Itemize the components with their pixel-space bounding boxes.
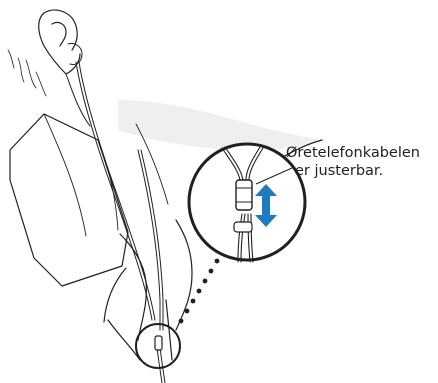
- dotted-leader: [178, 258, 220, 324]
- callout-leader: [255, 167, 293, 185]
- callout-text-line-1: Øretelefonkabelen: [286, 145, 420, 161]
- head-outline: [7, 9, 91, 127]
- detail-marker-circle: [135, 323, 181, 369]
- cable-slider-small: [154, 335, 163, 351]
- detail-zoom-circle: [187, 142, 307, 263]
- callout-text-line-2: er justerbar.: [295, 163, 384, 179]
- earphone-cable: [67, 43, 166, 383]
- cable-slider: [235, 179, 253, 211]
- up-down-arrow-icon: [255, 184, 277, 227]
- shoulder-shading: [118, 100, 322, 150]
